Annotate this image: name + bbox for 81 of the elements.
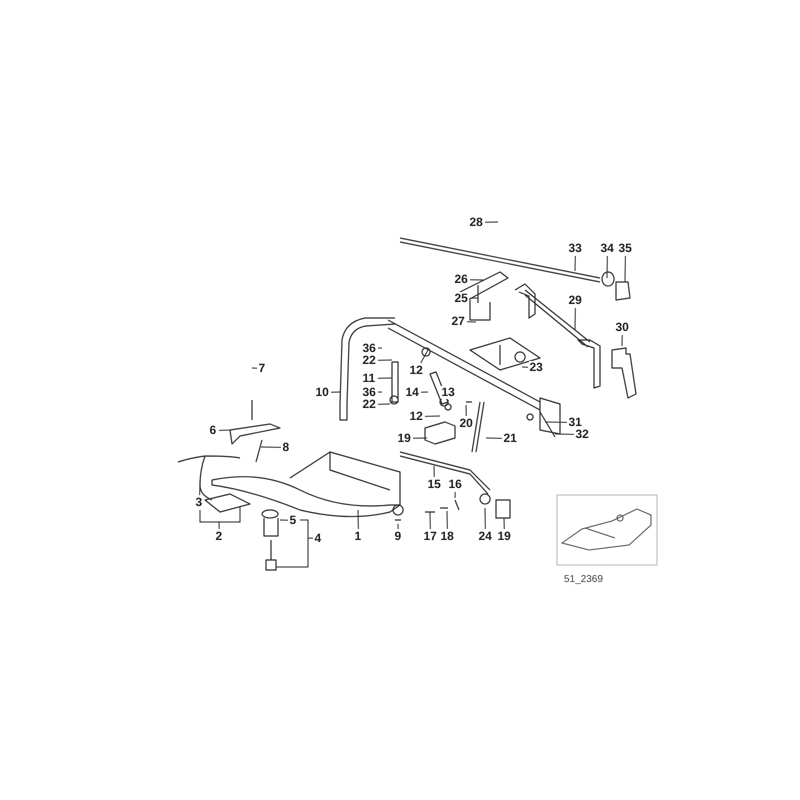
leader-line	[486, 438, 502, 439]
leader-line	[448, 400, 449, 404]
callout-number: 33	[568, 242, 583, 254]
leader-line	[378, 392, 382, 393]
callout-number: 28	[468, 216, 484, 228]
callout-number: 24	[478, 530, 493, 542]
leader-line	[466, 404, 467, 416]
callout-number: 22	[362, 398, 377, 410]
leader-line	[606, 256, 608, 278]
callout-number: 14	[404, 386, 420, 398]
callout-number: 9	[394, 530, 402, 542]
leader-line	[454, 492, 456, 498]
leader-line	[544, 422, 568, 423]
callout-number: 7	[258, 362, 266, 374]
leader-line	[420, 350, 428, 364]
callout-number: 12	[408, 364, 424, 376]
leader-line	[252, 368, 258, 369]
callout-number: 29	[568, 294, 583, 306]
leader-line	[522, 366, 528, 368]
leader-line	[484, 222, 498, 223]
diagram-number: 51_2369	[564, 574, 603, 586]
leader-line	[574, 256, 576, 272]
leader-line	[430, 512, 431, 530]
leader-line	[412, 438, 428, 439]
callout-number: 17	[422, 530, 438, 542]
leader-line	[218, 430, 232, 431]
callout-number: 11	[362, 372, 376, 384]
leader-line	[434, 466, 435, 478]
leader-line	[199, 480, 200, 496]
leader-line	[420, 392, 428, 393]
callout-number: 18	[440, 530, 455, 542]
callout-number: 34	[600, 242, 615, 254]
callout-number: 22	[362, 354, 377, 366]
callout-number: 10	[314, 386, 330, 398]
callout-number: 27	[450, 314, 466, 328]
leader-line	[200, 506, 240, 530]
callout-number: 31	[568, 416, 583, 428]
callout-number: 19	[496, 530, 512, 542]
callout-number: 6	[208, 424, 218, 436]
callout-number: 32	[574, 428, 590, 440]
callout-number: 30	[614, 320, 630, 334]
leader-line	[358, 510, 359, 530]
leader-line	[378, 348, 382, 349]
leader-line	[260, 446, 282, 448]
leader-line	[624, 256, 626, 282]
leader-line	[398, 524, 399, 530]
callout-number: 36	[362, 342, 377, 354]
callout-number: 25	[454, 292, 469, 304]
leader-line	[554, 434, 574, 435]
leader-line	[504, 518, 505, 530]
callout-number: 26	[454, 272, 469, 286]
leader-line	[378, 404, 390, 405]
callout-number: 19	[396, 432, 412, 444]
leader-line	[470, 298, 478, 299]
leader-line	[622, 334, 623, 346]
leader-line	[378, 360, 392, 361]
leader-line	[466, 321, 476, 322]
callout-number: 1	[354, 530, 362, 542]
leader-line	[330, 392, 342, 393]
callout-number: 4	[314, 532, 322, 544]
callout-number: 2	[214, 530, 224, 542]
callout-number: 23	[528, 360, 544, 374]
callout-number: 20	[458, 416, 474, 430]
callout-number: 8	[282, 440, 290, 454]
leader-line	[574, 308, 576, 330]
callout-number: 12	[408, 410, 424, 422]
leader-line	[276, 520, 314, 568]
callout-number: 5	[288, 514, 298, 526]
leader-line	[378, 378, 392, 379]
leader-line	[470, 279, 484, 280]
callout-number: 15	[426, 478, 442, 490]
callout-number: 35	[618, 242, 633, 254]
leader-line	[446, 510, 448, 530]
leader-line	[280, 520, 288, 521]
leader-line	[424, 416, 440, 417]
callout-number: 13	[440, 386, 456, 398]
callout-number: 16	[448, 478, 463, 490]
callout-number: 36	[362, 386, 377, 398]
callout-number: 3	[194, 496, 204, 508]
callout-number: 21	[502, 432, 518, 444]
leader-line	[484, 508, 486, 530]
